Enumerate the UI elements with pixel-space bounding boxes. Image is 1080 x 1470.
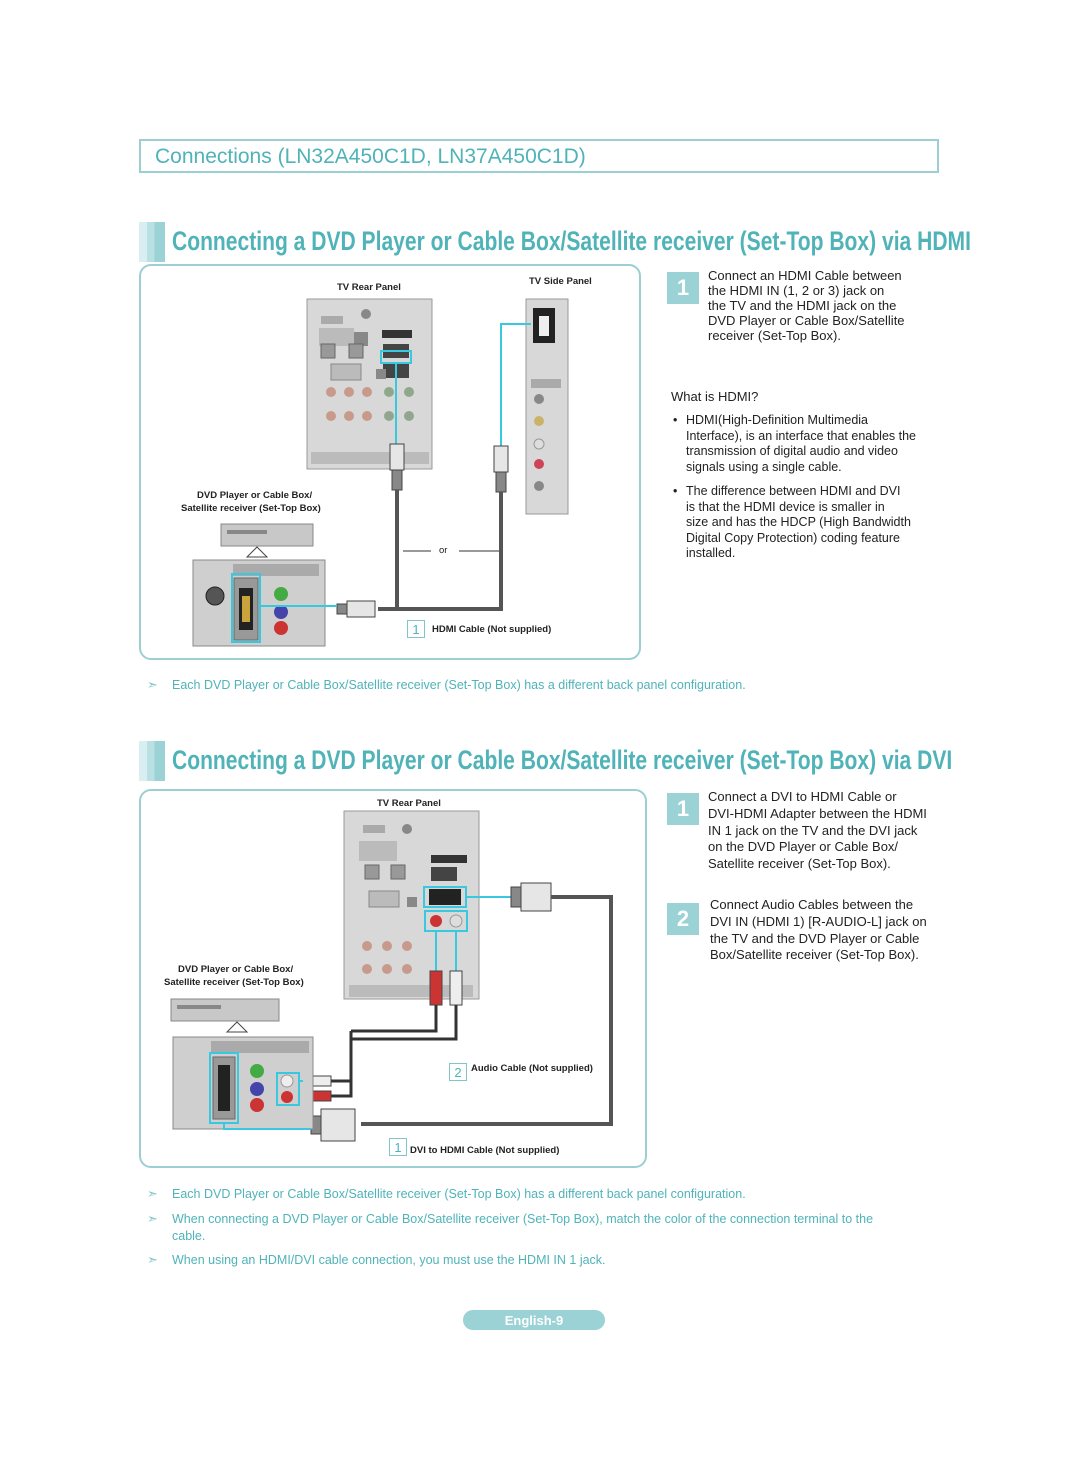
dvi-cable-number-badge: 1 xyxy=(389,1138,407,1156)
what-is-hdmi-heading: What is HDMI? xyxy=(671,389,759,404)
header-frame xyxy=(139,139,939,173)
note-arrow-icon: ➣ xyxy=(147,1186,158,1201)
note-hdmi-in-1: When using an HDMI/DVI cable connection,… xyxy=(172,1253,606,1267)
step-2-text: Connect Audio Cables between the DVI IN … xyxy=(710,897,927,963)
hdmi-plug-rear xyxy=(389,443,405,491)
hdmi-cable-label: HDMI Cable (Not supplied) xyxy=(432,624,552,635)
section-bar xyxy=(139,222,165,262)
section-title-hdmi: Connecting a DVD Player or Cable Box/Sat… xyxy=(172,226,971,256)
dvd-label-line1: DVD Player or Cable Box/ xyxy=(197,490,313,501)
bullet-hdmi-vs-dvi: The difference between HDMI and DVI is t… xyxy=(686,484,911,560)
hdmi-plug-right xyxy=(510,882,552,912)
dvd-label-line2: Satellite receiver (Set-Top Box) xyxy=(181,503,321,514)
dvd-player-graphic xyxy=(192,523,337,647)
hdmi-plug-bottom xyxy=(336,600,376,618)
tv-side-panel-graphic xyxy=(500,298,569,515)
note-match-color: When connecting a DVD Player or Cable Bo… xyxy=(172,1212,874,1226)
hdmi-diagram-panel: TV Rear Panel TV Side Panel DVD Player o… xyxy=(139,264,641,660)
tv-rear-panel-graphic xyxy=(343,810,511,1000)
tv-rear-panel-graphic xyxy=(306,298,433,470)
audio-cable-number-badge: 2 xyxy=(449,1063,467,1081)
note-arrow-icon: ➣ xyxy=(147,677,158,692)
or-label: or xyxy=(439,545,448,556)
note-back-panel-2: Each DVD Player or Cable Box/Satellite r… xyxy=(172,1187,746,1201)
cable-number-badge: 1 xyxy=(407,620,425,638)
dvd-label-line1: DVD Player or Cable Box/ xyxy=(178,964,294,975)
dvd-player-graphic xyxy=(170,998,314,1130)
audio-plugs-top xyxy=(429,970,463,1006)
page-title: Connections (LN32A450C1D, LN37A450C1D) xyxy=(155,145,586,168)
section-bar xyxy=(139,741,165,781)
section-title-dvi: Connecting a DVD Player or Cable Box/Sat… xyxy=(172,745,953,775)
tv-rear-panel-label: TV Rear Panel xyxy=(377,798,441,809)
step-1-number: 1 xyxy=(667,272,699,304)
hdmi-connection-diagram xyxy=(192,298,569,647)
dvd-label-line2: Satellite receiver (Set-Top Box) xyxy=(164,977,304,988)
dvi-connection-diagram xyxy=(170,810,613,1142)
tv-side-panel-label: TV Side Panel xyxy=(529,276,592,287)
bullet-dot: • xyxy=(673,413,678,427)
step-1-number: 1 xyxy=(667,793,699,825)
dvi-plug-bottom xyxy=(310,1108,356,1142)
note-arrow-icon: ➣ xyxy=(147,1211,158,1226)
step-1-text: Connect a DVI to HDMI Cable or DVI-HDMI … xyxy=(708,789,927,872)
tv-rear-panel-label: TV Rear Panel xyxy=(337,282,401,293)
step-2-number: 2 xyxy=(667,903,699,935)
bullet-hdmi-definition: HDMI(High-Definition Multimedia Interfac… xyxy=(686,413,916,474)
bullet-dot: • xyxy=(673,484,678,498)
dvi-diagram-panel: TV Rear Panel DVD Player or Cable Box/ S… xyxy=(139,789,647,1168)
note-match-color-cont: cable. xyxy=(172,1229,206,1243)
audio-cable-label: Audio Cable (Not supplied) xyxy=(471,1063,593,1074)
dvi-cable-label: DVI to HDMI Cable (Not supplied) xyxy=(410,1145,560,1156)
hdmi-plug-side xyxy=(493,445,509,493)
step-1-text: Connect an HDMI Cable between the HDMI I… xyxy=(708,268,905,343)
note-back-panel-1: Each DVD Player or Cable Box/Satellite r… xyxy=(172,678,746,692)
note-arrow-icon: ➣ xyxy=(147,1252,158,1267)
page-number-badge: English-9 xyxy=(463,1310,605,1330)
